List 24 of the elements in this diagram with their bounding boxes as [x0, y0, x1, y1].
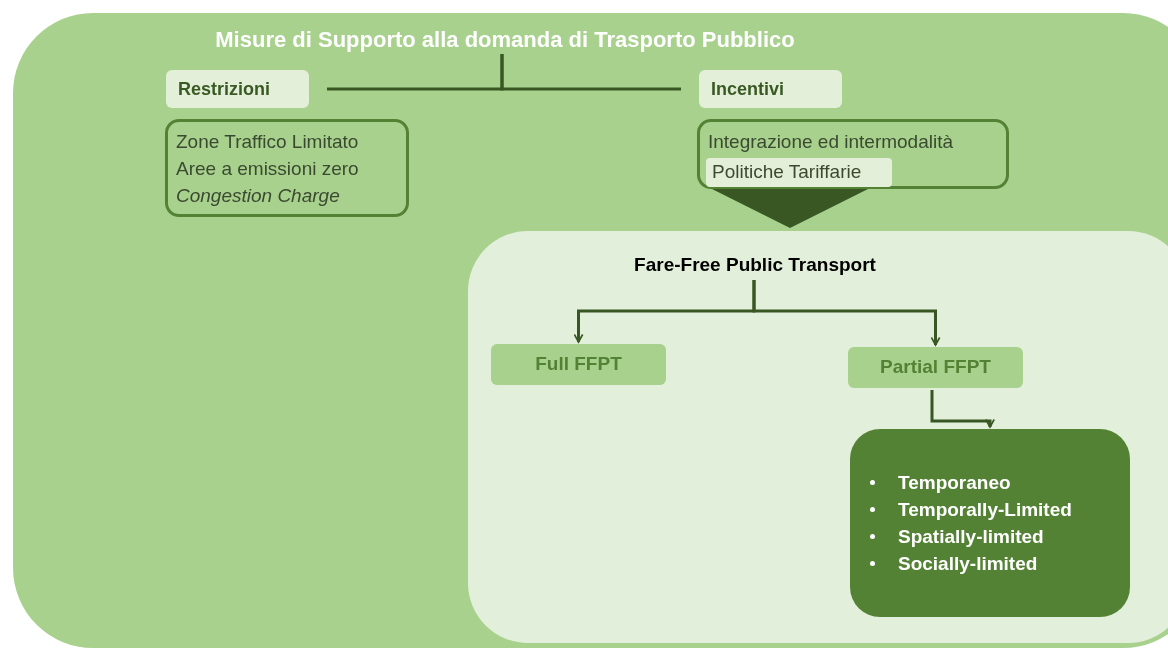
category-box: Partial FFPT [848, 347, 1023, 388]
panel-heading: Fare-Free Public Transport [634, 252, 876, 277]
list-item: Temporaneo [898, 471, 1011, 495]
list-item: Congestion Charge [176, 184, 340, 208]
connector-line [500, 54, 681, 91]
list-item: Socially-limited [898, 552, 1038, 576]
category-box: Incentivi [699, 70, 842, 108]
list-item: Aree a emissioni zero [176, 157, 359, 181]
measure-list-box [165, 119, 409, 217]
category-box: Restrizioni [166, 70, 309, 108]
bullet-list-box [850, 429, 1130, 617]
chevron-arrow [712, 189, 868, 228]
arrow [930, 390, 995, 428]
list-item: Integrazione ed intermodalità [708, 130, 954, 154]
category-box: Full FFPT [491, 344, 666, 385]
highlighted-item: Politiche Tariffarie [706, 158, 892, 187]
background-panel [13, 13, 1168, 648]
measure-list-box [697, 119, 1009, 189]
list-item: Temporally-Limited [898, 498, 1072, 522]
list-item: Spatially-limited [898, 525, 1044, 549]
list-item: Zone Traffico Limitato [176, 130, 359, 154]
title-text: Misure di Supporto alla domanda di Trasporto Pubblico [215, 25, 795, 54]
arrow [752, 280, 941, 346]
sub-panel [468, 231, 1168, 643]
